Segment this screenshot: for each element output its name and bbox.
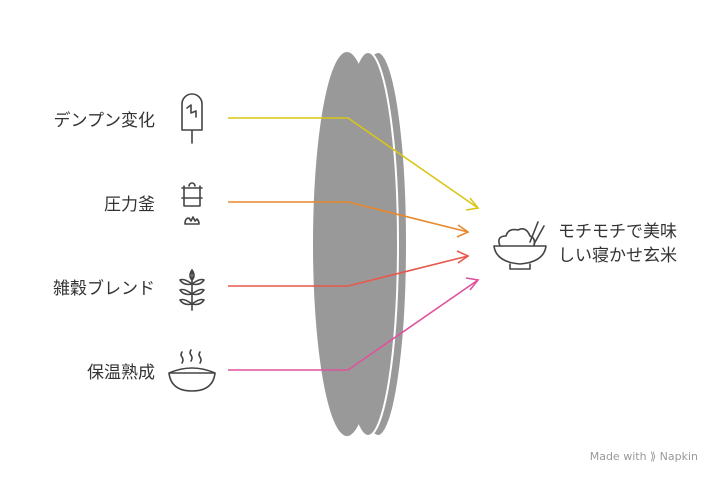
pressure-cooker-icon [181, 182, 203, 225]
connector-yellow [228, 117, 479, 209]
connector-red [228, 255, 469, 287]
connector-pink [228, 279, 479, 371]
popsicle-icon [181, 93, 203, 144]
output-label: モチモチで美味 しい寝かせ玄米 [558, 220, 677, 268]
connector-orange [228, 201, 469, 233]
input-label-starch: デンプン変化 [53, 111, 156, 131]
watermark: Made with ⟫ Napkin [589, 450, 698, 463]
output-line-1: モチモチで美味 [558, 222, 677, 242]
input-label-grain-blend: 雑穀ブレンド [53, 279, 155, 299]
input-label-pressure-cooker: 圧力釜 [104, 195, 155, 215]
rice-bowl-icon [493, 221, 547, 270]
steaming-bowl-icon [168, 349, 216, 392]
lens [313, 51, 408, 437]
output-line-2: しい寝かせ玄米 [558, 246, 677, 266]
input-label-warm-aging: 保温熟成 [87, 363, 155, 383]
wheat-icon [179, 269, 205, 311]
